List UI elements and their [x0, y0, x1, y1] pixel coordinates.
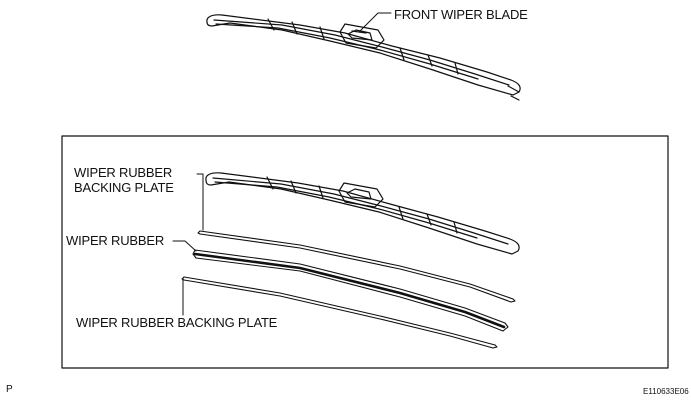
backing-plate-lower [181, 276, 498, 349]
label-front-wiper-blade: FRONT WIPER BLADE [394, 7, 528, 22]
front-wiper-blade-leader [359, 12, 392, 32]
wiper-blade-exploded [205, 172, 520, 255]
exploded-view-frame [61, 135, 669, 369]
figure-code: E110633E06 [643, 387, 689, 396]
label-backing-plate-lower: WIPER RUBBER BACKING PLATE [76, 315, 278, 330]
label-backing-plate-upper-line2: BACKING PLATE [74, 180, 174, 195]
label-backing-plate-upper-line1: WIPER RUBBER [74, 165, 173, 180]
wiper-rubber-leader [172, 240, 197, 252]
wiper-rubber [192, 249, 509, 332]
label-wiper-rubber: WIPER RUBBER [66, 233, 165, 248]
backing-plate-upper-leader [196, 173, 204, 231]
corner-letter: P [6, 384, 13, 395]
front-wiper-blade [206, 14, 521, 101]
backing-plate-upper [197, 230, 516, 303]
